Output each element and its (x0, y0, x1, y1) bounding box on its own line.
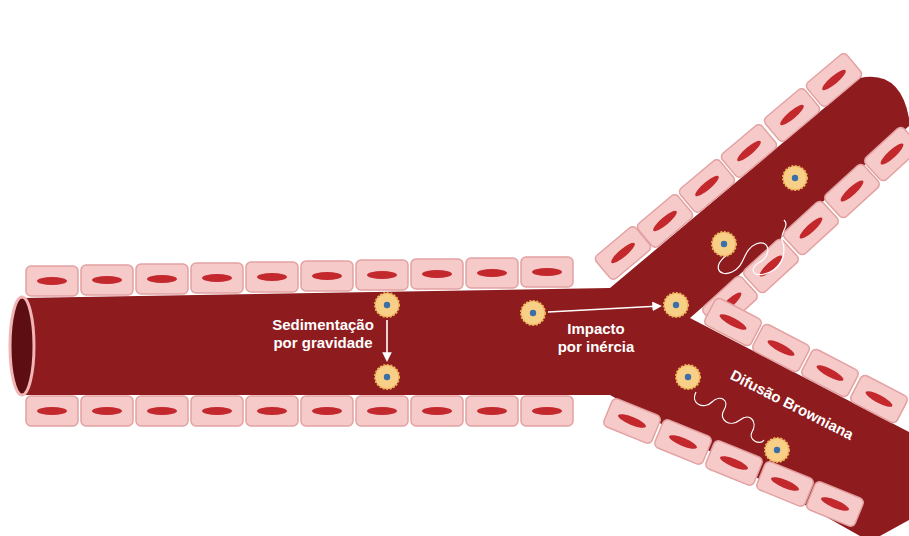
mechanism-label: Impacto por inércia (556, 320, 636, 356)
particle (521, 301, 545, 325)
mechanism-label: Difusão Browniana (712, 358, 872, 451)
particle (712, 232, 736, 256)
particle (375, 365, 399, 389)
motion-arrow (548, 306, 660, 312)
vessel-lumen (22, 77, 909, 536)
particle (375, 293, 399, 317)
motion-arrow (386, 320, 388, 360)
particle (783, 166, 807, 190)
vessel-opening (10, 297, 34, 395)
particle (676, 365, 700, 389)
random-walk (695, 392, 764, 442)
wall-cells (26, 52, 909, 528)
mechanism-label: Sedimentação por gravidade (268, 316, 378, 352)
particle (664, 293, 688, 317)
particle (765, 438, 789, 462)
